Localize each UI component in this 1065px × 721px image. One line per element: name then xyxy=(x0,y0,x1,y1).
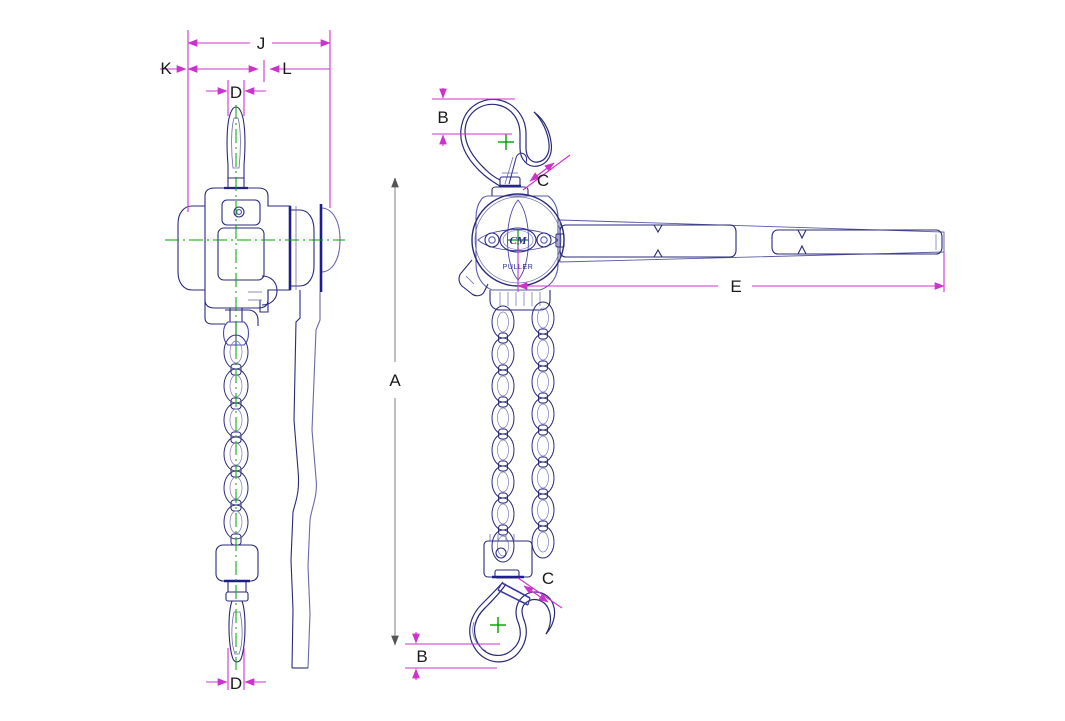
front-load-chain xyxy=(491,301,555,563)
dimension-label-B-bottom: B xyxy=(416,647,427,666)
side-bottom-hook-block xyxy=(215,544,259,663)
side-chain-top xyxy=(222,308,250,346)
dimension-label-K: K xyxy=(160,59,172,78)
side-view-centerlines xyxy=(165,105,345,670)
chain-strand-right xyxy=(531,301,555,559)
dimension-label-J: J xyxy=(257,34,266,53)
dimension-D-top xyxy=(206,80,266,116)
hand-chain-wheel xyxy=(261,275,278,306)
dimension-label-L: L xyxy=(282,59,291,78)
dimension-label-D-bottom: D xyxy=(230,674,242,693)
dimension-E xyxy=(517,246,945,292)
dimension-label-A: A xyxy=(389,371,401,390)
front-bottom-hook-block xyxy=(483,534,533,579)
hub-brand-logo: CM xyxy=(509,235,527,247)
front-view-hook-centermarks xyxy=(490,134,514,633)
dimension-J xyxy=(187,30,331,212)
dimension-D-bottom xyxy=(206,648,266,690)
dimension-label-D-top: D xyxy=(230,83,242,102)
dimension-K-L xyxy=(160,60,330,82)
side-lever-handle xyxy=(290,290,321,669)
dimension-label-B-top: B xyxy=(437,108,448,127)
side-elevation-view xyxy=(177,106,341,669)
side-hoist-body xyxy=(177,187,341,326)
nameplate xyxy=(221,199,261,226)
front-elevation-view xyxy=(458,98,945,663)
dimension-label-E: E xyxy=(730,277,741,296)
front-top-hook xyxy=(460,98,553,188)
dimension-label-C-top: C xyxy=(537,171,549,190)
dimension-label-C-bottom: C xyxy=(542,569,554,588)
dimension-C-top xyxy=(522,154,571,191)
dimension-B-top xyxy=(432,88,515,146)
dimension-C-bottom xyxy=(517,577,563,609)
chain-strand-left xyxy=(491,305,515,563)
hub-puller-caption: PULLER xyxy=(503,264,534,271)
dimension-B-bottom xyxy=(405,632,500,680)
